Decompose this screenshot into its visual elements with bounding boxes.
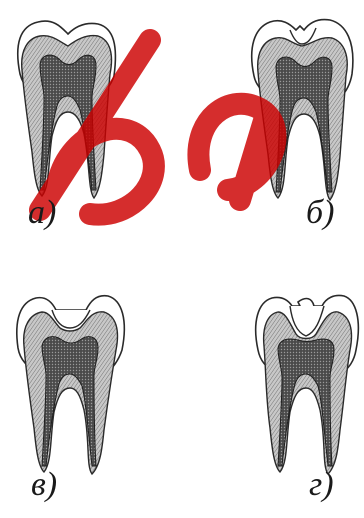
label-a: а): [28, 196, 56, 230]
label-v: в): [31, 468, 57, 502]
label-g: г): [309, 468, 334, 502]
tooth-v-dentin: [24, 312, 118, 474]
tooth-v: [17, 296, 125, 474]
tooth-b: [252, 19, 353, 200]
tooth-g: [256, 295, 359, 474]
tooth-b-dentin: [258, 38, 348, 200]
tooth-a-dentin: [22, 36, 112, 198]
label-b: б): [306, 196, 334, 230]
tooth-a: [18, 21, 116, 198]
